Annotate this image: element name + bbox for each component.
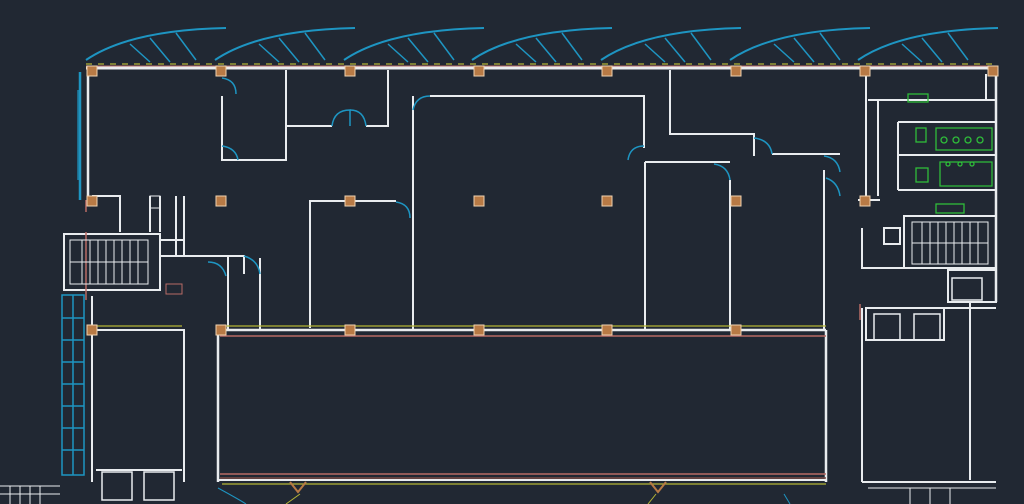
fixture bbox=[915, 167, 929, 183]
elevator-car bbox=[873, 313, 901, 341]
column bbox=[730, 65, 742, 77]
curtain-braces bbox=[129, 32, 969, 63]
column bbox=[215, 195, 227, 207]
reference-lines bbox=[86, 63, 996, 485]
fixture bbox=[935, 203, 965, 214]
column bbox=[601, 65, 613, 77]
curtain-arch-5 bbox=[600, 27, 742, 61]
fixture bbox=[915, 127, 927, 143]
column bbox=[473, 195, 485, 207]
curtain-wall-layer bbox=[77, 27, 999, 200]
door-swing bbox=[823, 155, 841, 173]
curtain-arch-1 bbox=[85, 27, 227, 61]
column bbox=[987, 65, 999, 77]
fixtures-layer bbox=[907, 93, 993, 214]
column bbox=[86, 65, 98, 77]
lower-details bbox=[0, 485, 996, 504]
door-swing bbox=[221, 145, 239, 161]
column bbox=[601, 195, 613, 207]
column bbox=[859, 195, 871, 207]
misc-symbols bbox=[149, 195, 667, 504]
column bbox=[86, 195, 98, 207]
fixture bbox=[907, 93, 929, 103]
left-stair bbox=[69, 239, 149, 285]
column bbox=[859, 65, 871, 77]
door-swing bbox=[349, 109, 367, 127]
column bbox=[473, 324, 485, 336]
fixture bbox=[939, 161, 993, 187]
column bbox=[86, 324, 98, 336]
column bbox=[344, 324, 356, 336]
elevators-layer bbox=[101, 277, 983, 501]
curtain-arch-3 bbox=[343, 27, 485, 61]
left-curtain-ladder bbox=[61, 294, 85, 476]
door-swing bbox=[243, 255, 261, 275]
door-swing bbox=[221, 77, 237, 95]
curtain-arch-7 bbox=[857, 27, 999, 61]
structural-wall-lines bbox=[85, 200, 861, 479]
fixture bbox=[935, 127, 993, 151]
door-swing bbox=[207, 261, 227, 277]
curtain-arch-6 bbox=[729, 27, 871, 61]
door-swing bbox=[331, 109, 351, 127]
door-swing bbox=[753, 137, 773, 155]
column bbox=[215, 324, 227, 336]
walls-layer bbox=[63, 65, 998, 483]
door-swing bbox=[825, 177, 841, 197]
elevator-car bbox=[913, 313, 941, 341]
stairs-layer bbox=[69, 221, 989, 285]
column bbox=[344, 195, 356, 207]
door-swing bbox=[627, 145, 645, 161]
column bbox=[473, 65, 485, 77]
elevator-car bbox=[951, 277, 983, 301]
door-swing bbox=[395, 201, 411, 219]
elevator-car bbox=[143, 471, 175, 501]
curtain-arch-4 bbox=[471, 27, 613, 61]
right-stair bbox=[911, 221, 989, 265]
column bbox=[344, 65, 356, 77]
doors-layer bbox=[207, 77, 841, 277]
column bbox=[730, 195, 742, 207]
column bbox=[730, 324, 742, 336]
curtain-arch-2 bbox=[214, 27, 356, 61]
columns-layer bbox=[86, 65, 999, 336]
door-swing bbox=[412, 95, 431, 111]
column bbox=[215, 65, 227, 77]
elevator-car bbox=[101, 471, 133, 501]
door-swing bbox=[713, 163, 731, 181]
column bbox=[601, 324, 613, 336]
